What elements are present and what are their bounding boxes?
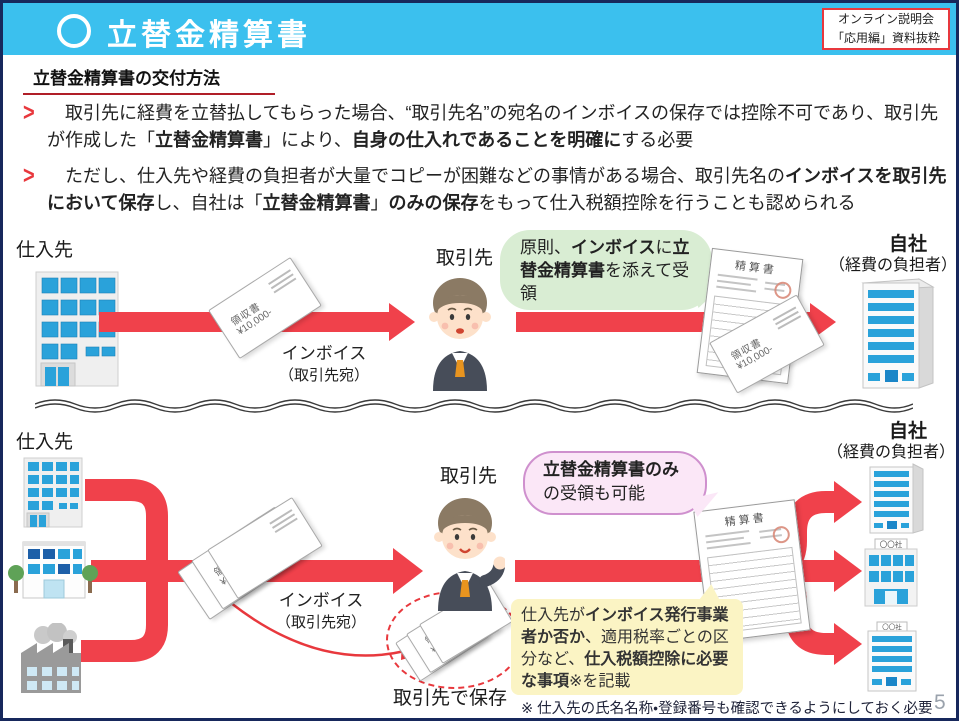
- footnote: ※ 仕入先の氏名名称・登録番号も確認できるようにしておく必要: [521, 701, 933, 717]
- kept-at-client-label: 取引先で保存: [393, 688, 508, 709]
- d2-own-sub: （経費の負担者）: [826, 444, 955, 461]
- factory-icon: [21, 623, 81, 693]
- company-with-trees-icon: [8, 541, 98, 599]
- wavy-divider: [35, 399, 913, 413]
- bullet-1-text: 取引先に経費を立替払してもらった場合、“取引先名”の宛名のインボイスの保存では控…: [47, 103, 939, 150]
- office-building-icon: [23, 457, 83, 528]
- office-with-sign-icon: 〇〇社: [864, 538, 918, 607]
- bullet-chevron-icon: >: [23, 99, 35, 127]
- bullet-2: ただし、仕入先や経費の負担者が大量でコピーが困難などの事情がある場合、取引先名の…: [47, 166, 947, 213]
- corner-note-line1: オンライン説明会: [837, 12, 934, 27]
- page-number: 5: [934, 691, 946, 714]
- d1-supplier-label: 仕入先: [16, 240, 74, 261]
- businessman-icon: [429, 278, 491, 391]
- d1-client-label: 取引先: [436, 248, 494, 269]
- d2-client-label: 取引先: [440, 466, 498, 487]
- d2-invoice-label: インボイス （取引先宛）: [275, 591, 366, 631]
- d1-speech-bubble: 原則、インボイスに立替金精算書を添えて受領: [500, 230, 727, 310]
- bullet-chevron-icon: >: [23, 162, 35, 190]
- d2-own-label: 自社: [888, 421, 927, 442]
- d1-own-label: 自社: [888, 234, 927, 255]
- receipt-lines: [266, 267, 298, 296]
- section-heading: 立替金精算書の交付方法: [33, 69, 220, 88]
- tall-building-with-sign-icon: 〇〇社: [867, 621, 917, 692]
- bullet-2-text: ただし、仕入先や経費の負担者が大量でコピーが困難などの事情がある場合、取引先名の: [47, 166, 785, 186]
- building-sign-text: 〇〇社: [882, 622, 902, 631]
- d2-supplier-label: 仕入先: [16, 432, 74, 453]
- section-underline: [23, 93, 275, 95]
- d1-own-sub: （経費の負担者）: [828, 257, 957, 274]
- header-circle-icon: [57, 14, 91, 48]
- corner-note-box: オンライン説明会 「応用編」資料抜粋: [822, 8, 950, 50]
- tall-building-icon: [869, 463, 924, 534]
- businessman-icon: [434, 498, 505, 611]
- statement-title: 精算書: [734, 259, 778, 277]
- requirements-note-box: 仕入先がインボイス発行事業者か否か、適用税率ごとの区分など、仕入税額控除に必要な…: [511, 582, 743, 695]
- d1-arrowhead: [389, 303, 415, 341]
- d1-invoice-label: インボイス （取引先宛）: [278, 344, 369, 384]
- bullet-1: 取引先に経費を立替払してもらった場合、“取引先名”の宛名のインボイスの保存では控…: [47, 103, 939, 150]
- page-title: 立替金精算書: [107, 19, 311, 52]
- tall-building-icon: [861, 278, 935, 389]
- d2-speech-bubble: 立替金精算書のみの受領も可能: [523, 451, 724, 517]
- corner-note-line2: 「応用編」資料抜粋: [831, 31, 940, 45]
- building-sign-text: 〇〇社: [880, 539, 903, 549]
- header-bar: [3, 3, 956, 55]
